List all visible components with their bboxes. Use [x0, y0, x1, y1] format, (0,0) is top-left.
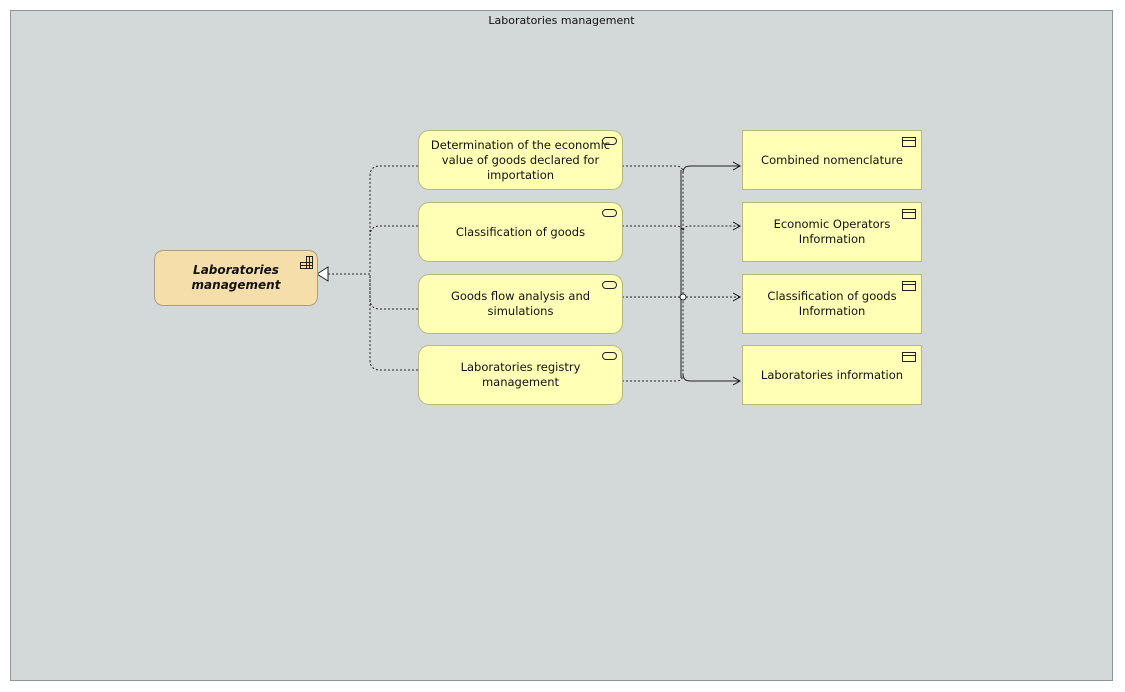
data-object-icon: [902, 281, 916, 291]
data-object-label: Combined nomenclature: [761, 152, 903, 167]
access-bus-line[interactable]: [682, 161, 742, 174]
service-classification-of-goods[interactable]: Classification of goods: [418, 202, 623, 262]
function-laboratories-management[interactable]: Laboratories management: [154, 250, 318, 306]
data-object-classification-info[interactable]: Classification of goods Information: [742, 274, 922, 334]
service-icon: [602, 352, 617, 360]
service-icon: [602, 137, 617, 145]
realization-connector-2[interactable]: [369, 225, 418, 237]
data-object-economic-operators[interactable]: Economic Operators Information: [742, 202, 922, 262]
data-object-icon: [902, 209, 916, 219]
data-object-label: Economic Operators Information: [773, 217, 891, 246]
service-icon: [602, 281, 617, 289]
service-laboratories-registry[interactable]: Laboratories registry management: [418, 345, 623, 405]
data-object-icon: [902, 137, 916, 147]
data-object-combined-nomenclature[interactable]: Combined nomenclature: [742, 130, 922, 190]
service-determination-economic-value[interactable]: Determination of the economic value of g…: [418, 130, 623, 190]
data-object-laboratories-information[interactable]: Laboratories information: [742, 345, 922, 405]
function-grid-icon: [300, 256, 313, 269]
service-label: Classification of goods: [455, 224, 586, 239]
access-connector-5[interactable]: [682, 373, 742, 386]
service-goods-flow-analysis[interactable]: Goods flow analysis and simulations: [418, 274, 623, 334]
data-object-label: Laboratories information: [760, 367, 904, 382]
service-label: Determination of the economic value of g…: [430, 137, 611, 182]
diagram-title: Laboratories management: [488, 14, 635, 27]
function-label: Laboratories management: [191, 263, 281, 292]
service-icon: [602, 209, 617, 217]
data-object-label: Classification of goods Information: [767, 289, 897, 318]
service-label: Goods flow analysis and simulations: [450, 289, 591, 318]
access-connector-2[interactable]: [622, 221, 742, 234]
service-label: Laboratories registry management: [460, 360, 581, 389]
data-object-icon: [902, 352, 916, 362]
